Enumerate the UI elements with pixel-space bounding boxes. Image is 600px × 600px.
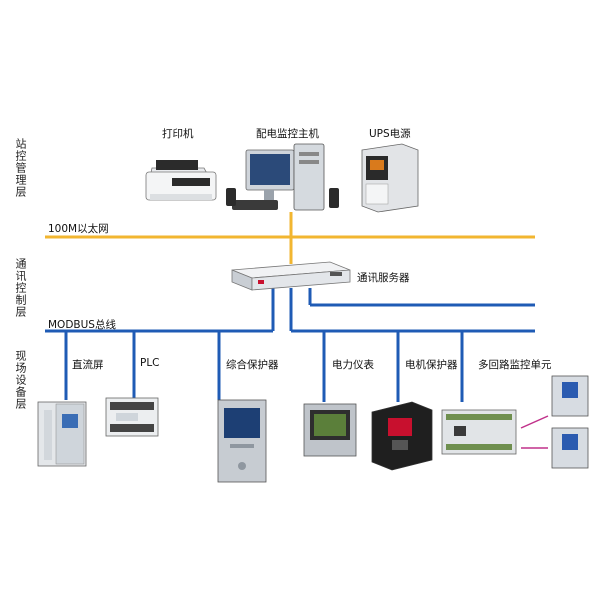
label-ups: UPS电源 bbox=[369, 128, 411, 140]
label-motor-protector: 电机保护器 bbox=[405, 359, 458, 371]
label-printer: 打印机 bbox=[162, 128, 194, 140]
plc-image bbox=[105, 397, 159, 437]
dc-screen-image bbox=[37, 401, 87, 467]
multi-monitor-image bbox=[441, 409, 517, 455]
label-server: 通讯服务器 bbox=[357, 272, 410, 284]
protection-image bbox=[217, 399, 267, 483]
label-dc-screen: 直流屏 bbox=[72, 359, 104, 371]
breaker-link-1 bbox=[520, 415, 549, 429]
label-host: 配电监控主机 bbox=[256, 128, 319, 140]
label-meter: 电力仪表 bbox=[332, 359, 374, 371]
breaker-image-1 bbox=[551, 375, 589, 417]
layer-label-comm: 通讯控制层 bbox=[14, 258, 27, 318]
breaker-image-2 bbox=[551, 427, 589, 469]
host-image bbox=[226, 143, 339, 211]
printer-image bbox=[145, 160, 217, 201]
meter-image bbox=[303, 403, 357, 457]
server-image bbox=[231, 261, 351, 291]
motor-protector-image bbox=[371, 401, 433, 471]
label-ethernet-bus: 100M以太网 bbox=[48, 223, 109, 235]
ups-image bbox=[361, 143, 419, 213]
label-multi-monitor: 多回路监控单元 bbox=[478, 359, 552, 371]
label-protection: 综合保护器 bbox=[226, 359, 279, 371]
label-modbus-bus: MODBUS总线 bbox=[48, 319, 116, 331]
label-plc: PLC bbox=[140, 357, 160, 369]
layer-label-field: 现场设备层 bbox=[14, 350, 27, 410]
layer-label-station: 站控管理层 bbox=[14, 138, 27, 198]
